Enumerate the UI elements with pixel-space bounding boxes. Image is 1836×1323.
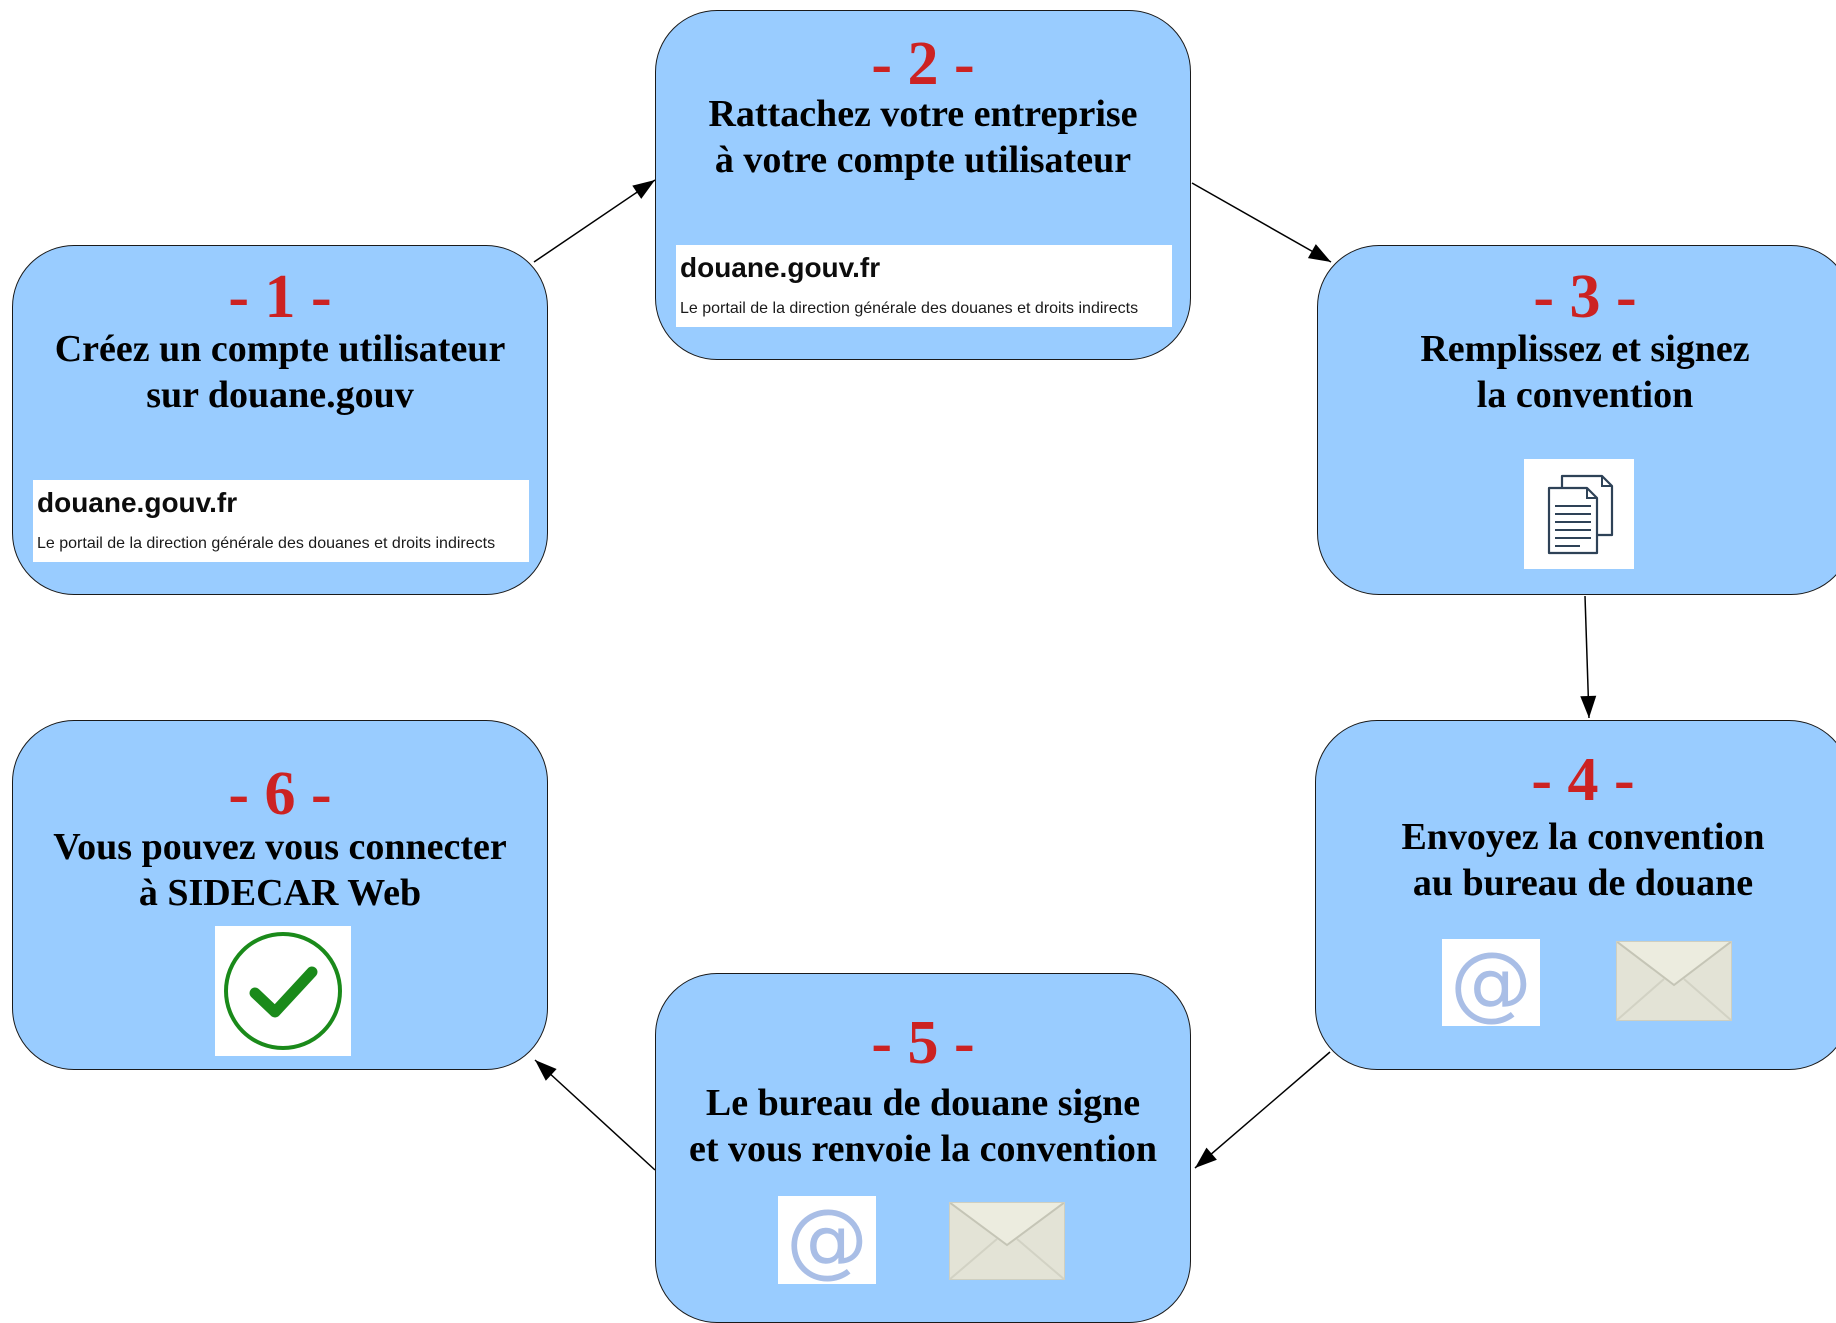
envelope-icon: [1615, 940, 1733, 1022]
step-title-line: la convention: [1476, 374, 1694, 416]
arrow-4-to-5: [1194, 1051, 1331, 1169]
step-title-line: Vous pouvez vous connecter: [53, 826, 507, 868]
step-number: - 6 -: [228, 760, 332, 828]
step-title: Créez un compte utilisateur sur douane.g…: [13, 326, 547, 418]
at-sign-glyph: @: [786, 1192, 868, 1287]
portal-site-name: douane.gouv.fr: [680, 252, 881, 283]
step-title: Le bureau de douane signe et vous renvoi…: [656, 1080, 1190, 1172]
step-number: - 1 -: [228, 263, 332, 331]
step-title-line: Créez un compte utilisateur: [54, 328, 506, 370]
arrow-2-to-3: [1191, 182, 1332, 263]
step-title-line: sur douane.gouv: [146, 374, 414, 416]
step-2-box: - 2 - Rattachez votre entreprise à votre…: [655, 10, 1191, 360]
arrow-5-to-6: [534, 1059, 656, 1171]
step-number: - 5 -: [871, 1009, 975, 1077]
step-title-line: à SIDECAR Web: [138, 872, 422, 914]
step-title: Envoyez la convention au bureau de douan…: [1316, 814, 1836, 906]
step-3-box: - 3 - Remplissez et signez la convention: [1317, 245, 1836, 595]
document-icon: [1524, 459, 1634, 569]
portal-tagline: Le portail de la direction générale des …: [37, 535, 496, 552]
step-title-line: à votre compte utilisateur: [714, 139, 1132, 181]
envelope-icon: [948, 1201, 1066, 1281]
at-sign-glyph: @: [1450, 934, 1532, 1030]
step-1-box: - 1 - Créez un compte utilisateur sur do…: [12, 245, 548, 595]
step-4-box: - 4 - Envoyez la convention au bureau de…: [1315, 720, 1836, 1070]
checkmark-circle-icon: [215, 926, 351, 1056]
step-title-line: et vous renvoie la convention: [689, 1128, 1157, 1170]
step-title: Rattachez votre entreprise à votre compt…: [656, 91, 1190, 183]
step-title-line: Envoyez la convention: [1401, 816, 1765, 858]
step-title-line: Le bureau de douane signe: [705, 1082, 1141, 1124]
step-number: - 4 -: [1531, 746, 1635, 814]
step-title-line: Remplissez et signez: [1420, 328, 1750, 370]
at-sign-icon: @: [778, 1196, 876, 1284]
step-title-line: au bureau de douane: [1412, 862, 1754, 904]
portal-banner: douane.gouv.fr Le portail de la directio…: [676, 245, 1172, 327]
step-title: Vous pouvez vous connecter à SIDECAR Web: [13, 824, 547, 916]
portal-tagline: Le portail de la direction générale des …: [680, 300, 1139, 317]
step-5-box: - 5 - Le bureau de douane signe et vous …: [655, 973, 1191, 1323]
step-6-box: - 6 - Vous pouvez vous connecter à SIDEC…: [12, 720, 548, 1070]
step-title: Remplissez et signez la convention: [1318, 326, 1836, 418]
step-title-line: Rattachez votre entreprise: [708, 93, 1138, 135]
step-number: - 2 -: [871, 30, 975, 98]
at-sign-icon: @: [1442, 939, 1540, 1026]
arrow-1-to-2: [533, 179, 656, 263]
step-number: - 3 -: [1533, 263, 1637, 331]
arrow-3-to-4: [1580, 595, 1597, 719]
portal-site-name: douane.gouv.fr: [37, 487, 238, 518]
portal-banner: douane.gouv.fr Le portail de la directio…: [33, 480, 529, 562]
